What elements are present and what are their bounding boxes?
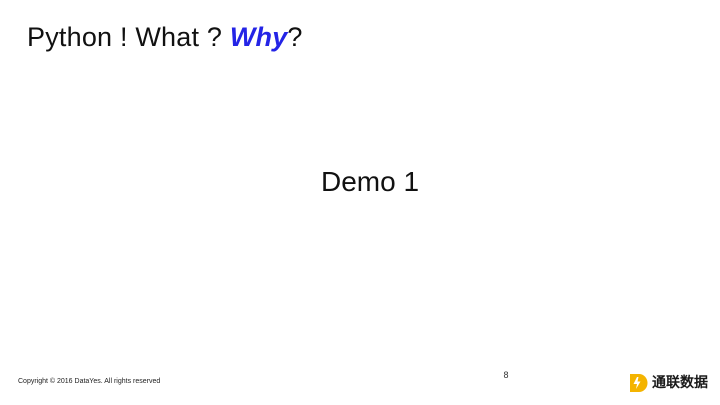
title-emphasis: Why [229, 22, 288, 52]
company-logo: 通联数据 [628, 371, 708, 395]
title-tail: ? [287, 22, 303, 52]
title-main: Python ! What ? [27, 22, 230, 52]
page-number: 8 [503, 370, 509, 380]
copyright-notice: Copyright © 2016 DataYes. All rights res… [18, 378, 161, 385]
slide-body-text: Demo 1 [320, 166, 420, 197]
slide-title: Python ! What ? Why? [27, 20, 303, 54]
logo-text: 通联数据 [652, 375, 708, 391]
datayes-logo-icon [628, 373, 648, 393]
